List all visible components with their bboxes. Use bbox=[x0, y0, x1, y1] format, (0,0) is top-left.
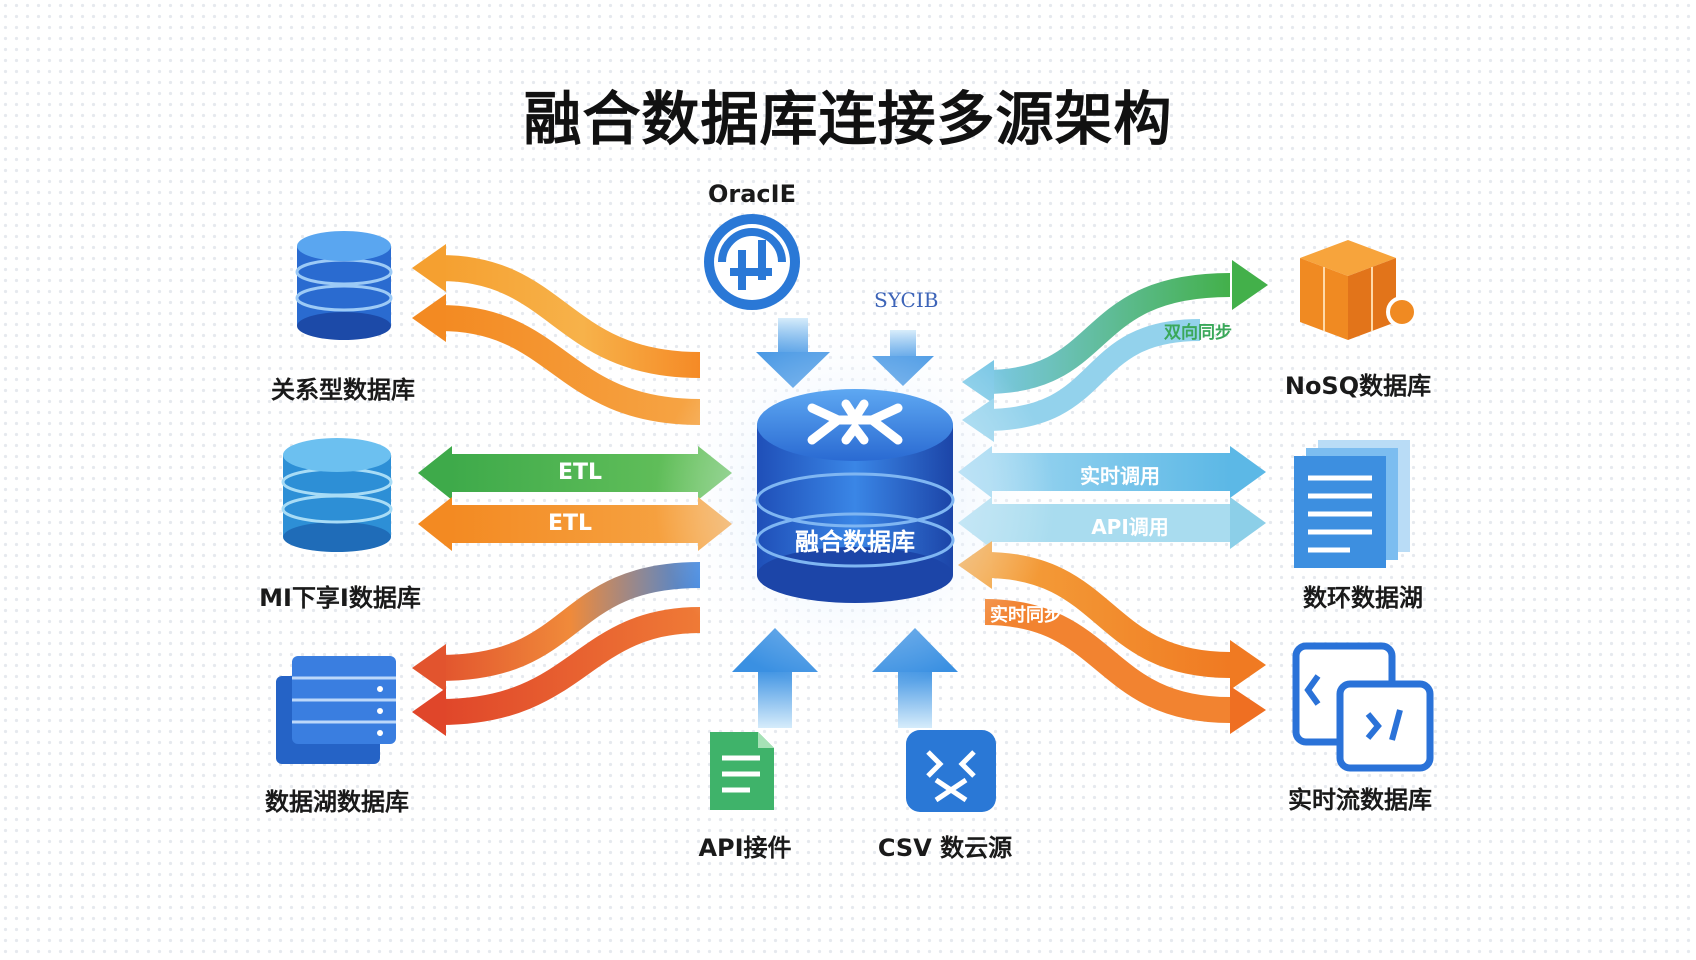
document-stack-icon bbox=[1294, 440, 1410, 568]
arrow-label-realtime-sync: 实时同步 bbox=[990, 605, 1062, 626]
arrow-left-top-1-head bbox=[412, 244, 446, 292]
arrow-realtime-call-head-right bbox=[1230, 446, 1266, 498]
label-relational-db: 关系型数据库 bbox=[271, 376, 415, 404]
arrow-label-etl-1: ETL bbox=[557, 460, 603, 485]
page-title: 融合数据库连接多源架构 bbox=[523, 85, 1173, 153]
arrow-left-bottom-1 bbox=[439, 562, 701, 681]
csv-transfer-icon bbox=[906, 730, 996, 812]
arrow-left-top-2 bbox=[439, 305, 701, 425]
arrow-left-bottom-2-head bbox=[412, 688, 446, 736]
top-sync-annotation: SYCIB bbox=[874, 288, 939, 312]
arrow-label-top-sync: 双向同步 bbox=[1164, 323, 1232, 343]
code-window-icon bbox=[1292, 642, 1434, 772]
label-csv-source: CSV 数云源 bbox=[877, 834, 1013, 862]
arrow-left-bottom-2 bbox=[439, 607, 701, 725]
arrow-label-api-call: API调用 bbox=[1091, 515, 1169, 539]
server-rack-icon bbox=[276, 656, 396, 764]
label-mi-db: MI下享I数据库 bbox=[259, 584, 421, 612]
label-datalake-db: 数据湖数据库 bbox=[265, 788, 409, 816]
arrow-api-call-head-right bbox=[1230, 497, 1266, 549]
arrow-left-top-2-head bbox=[412, 294, 446, 342]
arrow-left-top-1 bbox=[439, 255, 701, 378]
arrow-right-bottom-2-head bbox=[1230, 686, 1266, 734]
central-database bbox=[755, 389, 955, 603]
arrow-label-etl-2: ETL bbox=[547, 511, 593, 536]
label-nosql-db: NoSQ数据库 bbox=[1284, 372, 1432, 400]
arrow-right-top-1-head bbox=[1232, 260, 1268, 310]
label-realtime-stream-db: 实时流数据库 bbox=[1288, 786, 1432, 814]
mi-db-icon bbox=[281, 438, 393, 552]
arrow-left-bottom-1-head bbox=[412, 644, 446, 692]
arrow-right-bottom-2 bbox=[984, 599, 1231, 723]
arrow-etl-orange-head-left bbox=[418, 497, 452, 551]
arrow-right-bottom-1-head bbox=[1230, 640, 1266, 690]
label-oracle: OracIE bbox=[708, 180, 796, 208]
api-document-icon bbox=[710, 732, 774, 810]
arrow-label-realtime-call: 实时调用 bbox=[1080, 464, 1160, 488]
arrow-right-top-1 bbox=[984, 273, 1231, 394]
label-api-interface: API接件 bbox=[698, 834, 792, 862]
network-hub-icon bbox=[807, 399, 903, 445]
relational-db-icon bbox=[295, 231, 393, 340]
oracle-logo-icon bbox=[704, 214, 800, 310]
cube-icon bbox=[1300, 240, 1418, 340]
arrow-etl-green-head-left bbox=[418, 446, 452, 500]
label-data-lake: 数环数据湖 bbox=[1303, 584, 1423, 612]
center-db-label: 融合数据库 bbox=[795, 528, 915, 556]
